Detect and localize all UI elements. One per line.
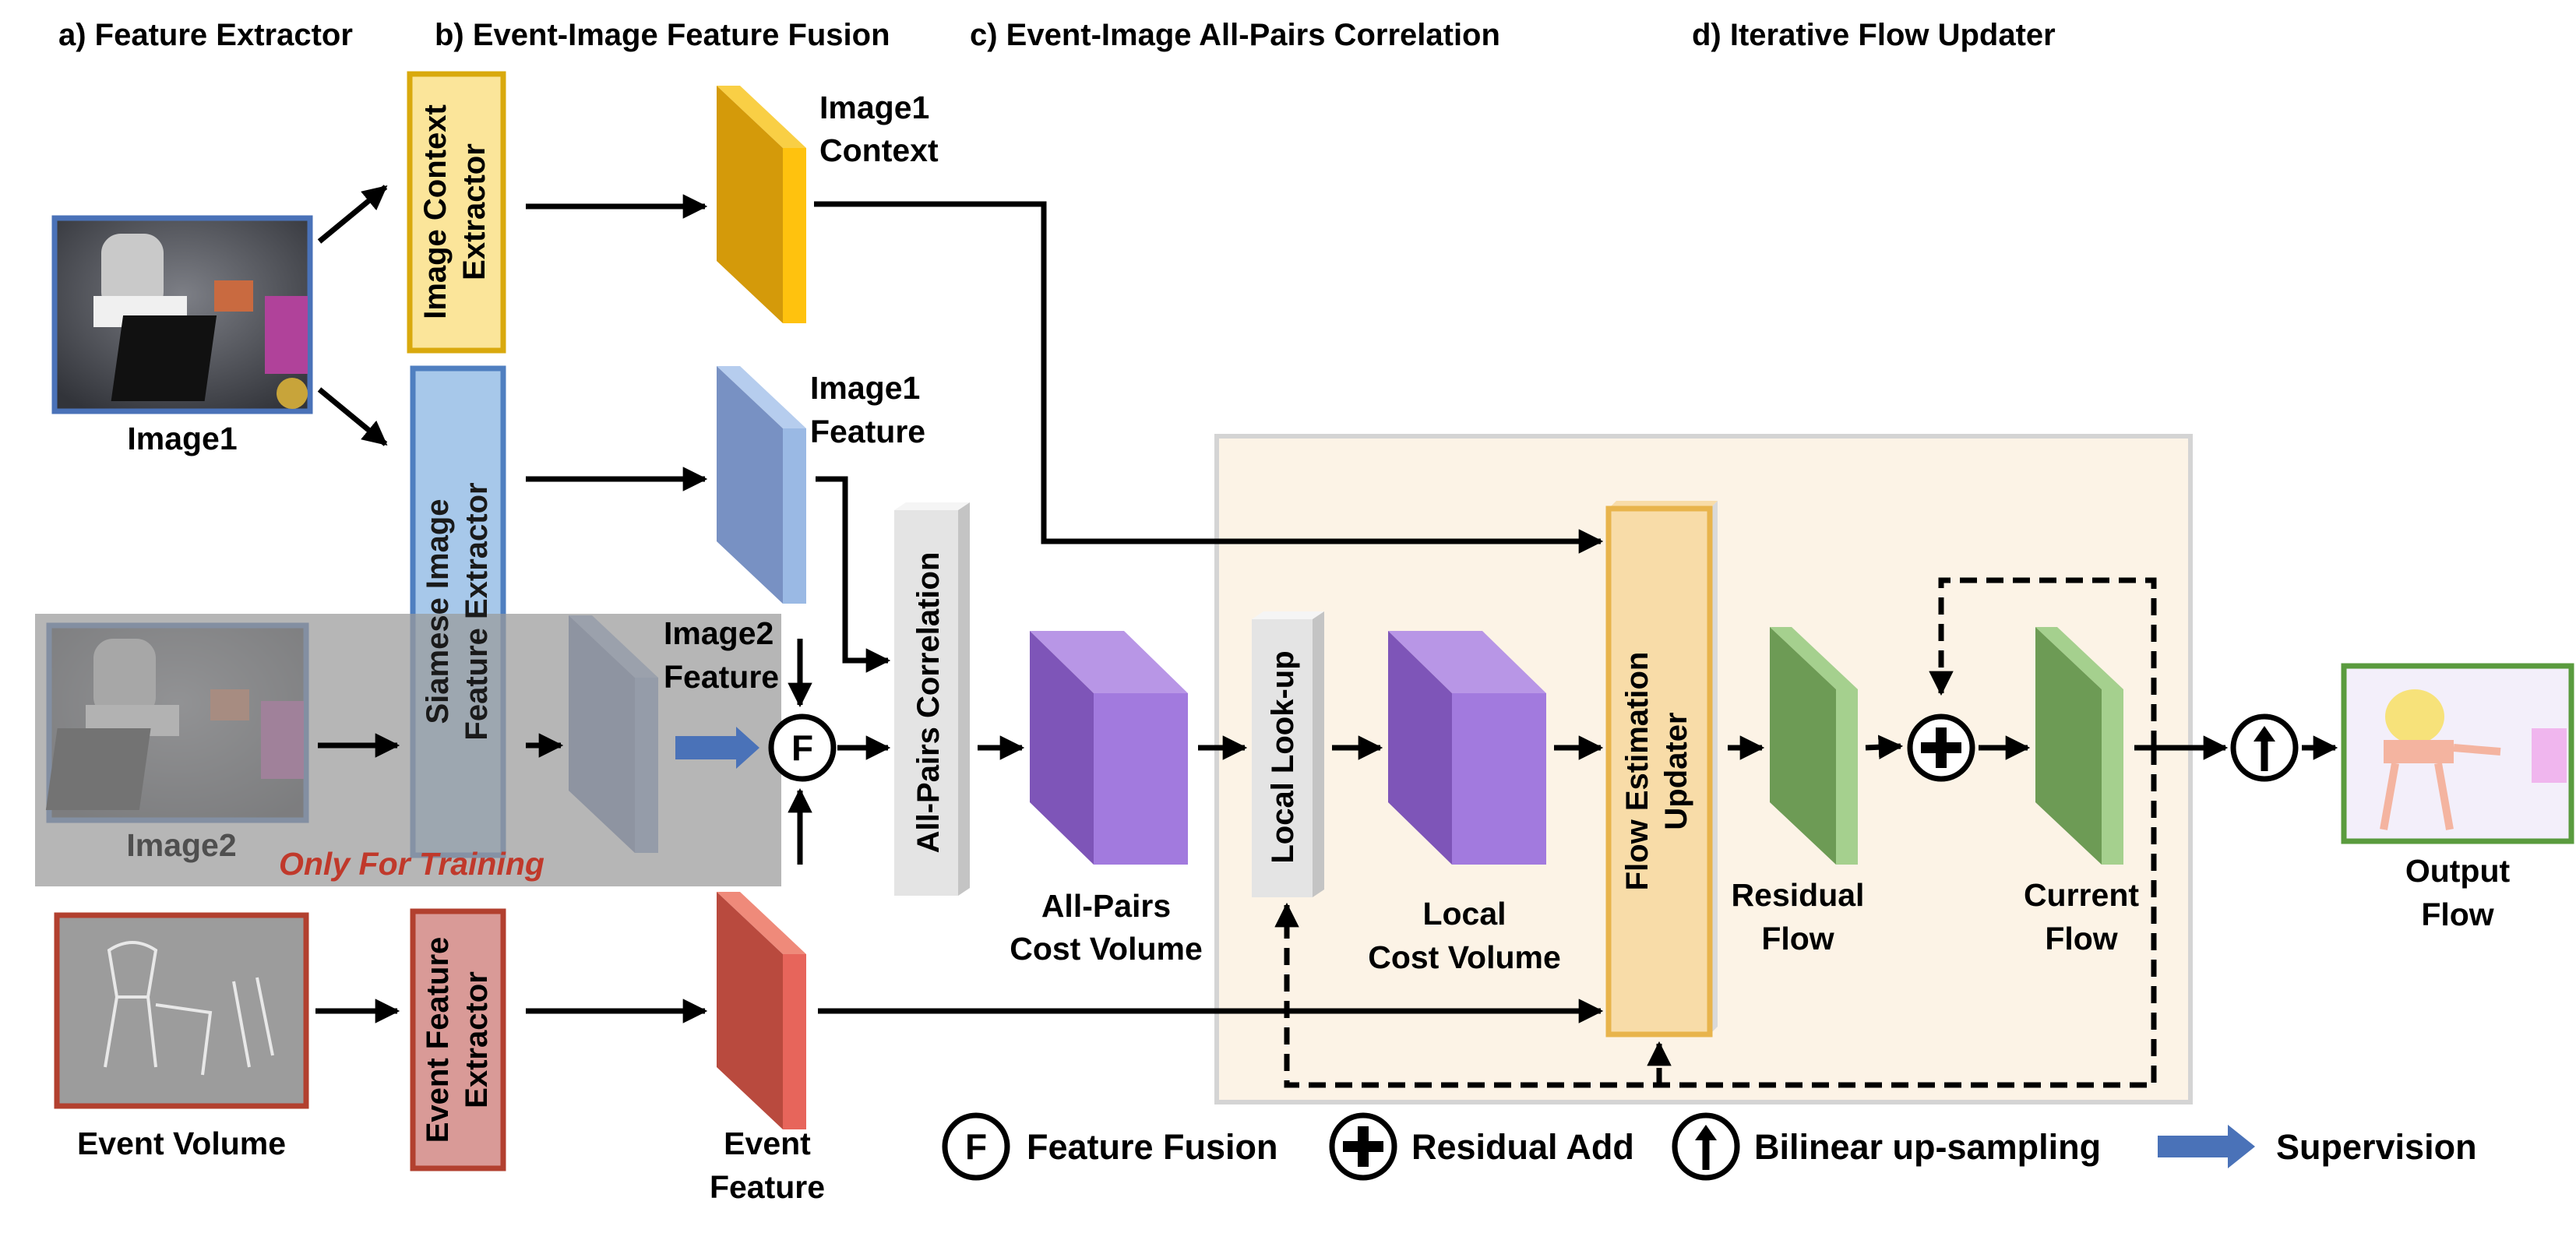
local-volume-label-line1: Local <box>1422 896 1506 932</box>
image2-feature-label-line1: Image2 <box>664 615 774 651</box>
training-only-overlay <box>35 614 781 886</box>
current-flow-label-line1: Current <box>2024 877 2139 913</box>
arrow-image1-to-context <box>317 185 388 244</box>
legend-upsample-label: Bilinear up-sampling <box>1754 1127 2101 1167</box>
flow-estimation-updater <box>1605 501 1718 1037</box>
output-flow-thumbnail <box>2341 663 2574 844</box>
local-cost-volume <box>1388 631 1546 865</box>
image1-feature-label-line2: Feature <box>810 414 925 449</box>
event-volume-label: Event Volume <box>77 1126 286 1161</box>
local-volume-label-line2: Cost Volume <box>1368 939 1561 975</box>
current-flow-label-line2: Flow <box>2045 921 2117 956</box>
event-feature-label-line2: Feature <box>710 1169 825 1205</box>
image1-context-feature-map <box>717 86 806 323</box>
arrow-context-to-updater <box>814 201 1604 554</box>
image1-feature-label-line1: Image1 <box>810 370 920 406</box>
residual-flow-label-line2: Flow <box>1761 921 1834 956</box>
section-c-title: c) Event-Image All-Pairs Correlation <box>970 18 1500 52</box>
all-pairs-correlation-block <box>894 502 970 896</box>
image-context-extractor-line2: Extractor <box>457 143 492 280</box>
arrow-residual-to-add <box>1865 735 1904 759</box>
section-a-title: a) Feature Extractor <box>58 18 353 52</box>
residual-add-operator <box>1907 713 1975 782</box>
arrow-image1-to-siamese <box>317 387 388 446</box>
legend: F Feature Fusion Residual Add Bilinear u… <box>942 1112 2477 1181</box>
image2-feature-label-line2: Feature <box>664 659 779 695</box>
legend-fusion-label: Feature Fusion <box>1027 1127 1278 1167</box>
arrow-image1-feature-to-correlation <box>816 476 891 673</box>
image1-thumbnail <box>51 215 313 414</box>
dashed-current-to-lookup <box>1274 748 2157 1088</box>
residual-flow-label-line1: Residual <box>1732 877 1865 913</box>
legend-fusion-icon: F <box>942 1112 1010 1181</box>
upsample-operator <box>2230 713 2299 782</box>
all-pairs-volume-label-line1: All-Pairs <box>1041 888 1171 924</box>
output-flow-label-line2: Flow <box>2421 897 2493 932</box>
legend-fusion-symbol: F <box>965 1126 987 1167</box>
training-only-label: Only For Training <box>279 846 544 882</box>
event-extractor-line2: Extractor <box>460 971 494 1108</box>
supervision-arrow <box>675 727 759 769</box>
event-feature-map <box>717 892 806 1129</box>
image1-context-label-line2: Context <box>819 132 939 168</box>
event-feature-label-line1: Event <box>724 1126 811 1161</box>
siamese-extractor-line1: Siamese Image <box>421 498 455 724</box>
output-flow-label-line1: Output <box>2405 853 2511 889</box>
event-volume-thumbnail <box>54 912 309 1109</box>
image1-context-label-line1: Image1 <box>819 90 929 125</box>
image1-label: Image1 <box>127 421 237 456</box>
legend-supervision-label: Supervision <box>2276 1127 2477 1167</box>
legend-supervision-icon <box>2158 1125 2255 1168</box>
solid-arrows <box>315 185 2338 1023</box>
image2-label: Image2 <box>126 827 236 863</box>
legend-residual-label: Residual Add <box>1411 1127 1634 1167</box>
all-pairs-volume-label-line2: Cost Volume <box>1010 931 1203 967</box>
all-pairs-cost-volume <box>1030 631 1188 865</box>
siamese-extractor-line2: Feature Extractor <box>460 482 494 740</box>
local-lookup-block <box>1252 611 1324 897</box>
flow-updater-label-line2: Updater <box>1659 712 1693 830</box>
event-feature-extractor <box>410 908 506 1171</box>
image-context-extractor-line1: Image Context <box>418 104 453 319</box>
all-pairs-correlation-label: All-Pairs Correlation <box>911 552 946 854</box>
legend-residual-icon <box>1329 1112 1397 1181</box>
image1-feature-map <box>717 366 806 604</box>
legend-upsample-icon <box>1672 1112 1740 1181</box>
fusion-symbol: F <box>791 727 813 768</box>
local-lookup-label: Local Look-up <box>1266 650 1300 863</box>
fusion-operator: F <box>768 713 837 782</box>
image-context-extractor <box>407 71 506 354</box>
dashed-feedback <box>1274 577 2157 1088</box>
event-extractor-line1: Event Feature <box>421 937 455 1143</box>
section-b-title: b) Event-Image Feature Fusion <box>435 18 890 52</box>
residual-flow-map <box>1770 627 1858 865</box>
current-flow-map <box>2035 627 2123 865</box>
flow-updater-label-line1: Flow Estimation <box>1620 652 1654 891</box>
section-d-title: d) Iterative Flow Updater <box>1692 18 2056 52</box>
dashed-current-to-add <box>1929 577 2157 748</box>
